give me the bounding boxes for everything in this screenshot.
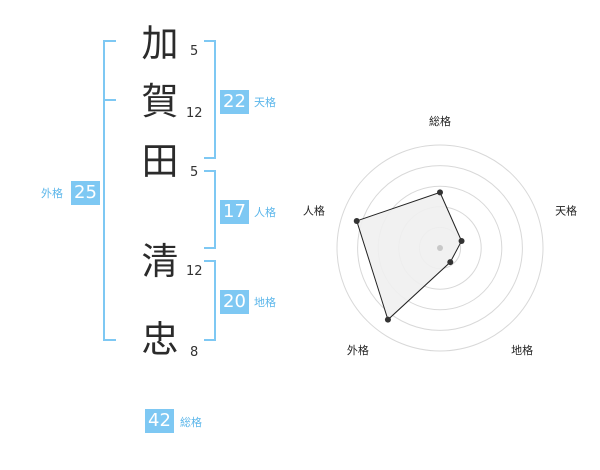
jinkaku-bracket-top (204, 170, 216, 172)
radar-point-4 (384, 316, 391, 323)
radar-center-dot (437, 245, 443, 251)
chikaku-label: 地格 (254, 296, 276, 309)
radar-axis-label-2: 天格 (555, 204, 577, 218)
soukaku-label: 総格 (180, 416, 202, 429)
radar-point-1 (437, 189, 443, 196)
name-char-5: 忠 (141, 318, 179, 361)
radar-axis-label-5: 人格 (303, 204, 325, 218)
radar-ring-1 (357, 165, 523, 331)
stroke-count-3: 5 (190, 165, 199, 180)
soukaku-value: 42 (145, 409, 174, 433)
tenkaku-label: 天格 (254, 96, 276, 109)
chikaku-bracket-top (204, 260, 216, 262)
gaikaku-bracket-top (103, 40, 116, 42)
gaikaku-bracket-upper-tick (103, 99, 116, 101)
radar-point-3 (447, 259, 454, 266)
name-char-3: 田 (141, 140, 179, 183)
jinkaku-value: 17 (220, 200, 249, 224)
radar-axis-label-3: 地格 (511, 343, 533, 357)
radar-series-area (356, 191, 463, 321)
tenkaku-bracket-vertical (214, 40, 216, 159)
jinkaku-bracket-bottom (204, 247, 216, 249)
chikaku-bracket-vertical (214, 260, 216, 341)
radar-axis-label-4: 外格 (347, 343, 369, 357)
chikaku-value: 20 (220, 290, 249, 314)
gaikaku-bracket-bottom (103, 339, 116, 341)
stroke-count-1: 5 (190, 44, 199, 59)
radar-point-2 (458, 237, 465, 244)
tenkaku-value: 22 (220, 90, 249, 114)
gaikaku-label: 外格 (41, 187, 63, 200)
jinkaku-bracket-vertical (214, 170, 216, 249)
gaikaku-value: 25 (71, 181, 100, 205)
stroke-count-2: 12 (186, 106, 203, 121)
radar-point-5 (353, 217, 360, 224)
radar-axis-label-1: 総格 (429, 114, 451, 128)
name-char-1: 加 (141, 22, 179, 65)
name-char-4: 清 (141, 240, 179, 283)
stroke-count-4: 12 (186, 264, 203, 279)
chikaku-bracket-bottom (204, 339, 216, 341)
gaikaku-bracket-vertical (103, 40, 105, 341)
tenkaku-bracket-top (204, 40, 216, 42)
stroke-count-5: 8 (190, 345, 199, 360)
tenkaku-bracket-bottom (204, 157, 216, 159)
name-char-2: 賀 (141, 80, 179, 123)
jinkaku-label: 人格 (254, 206, 276, 219)
